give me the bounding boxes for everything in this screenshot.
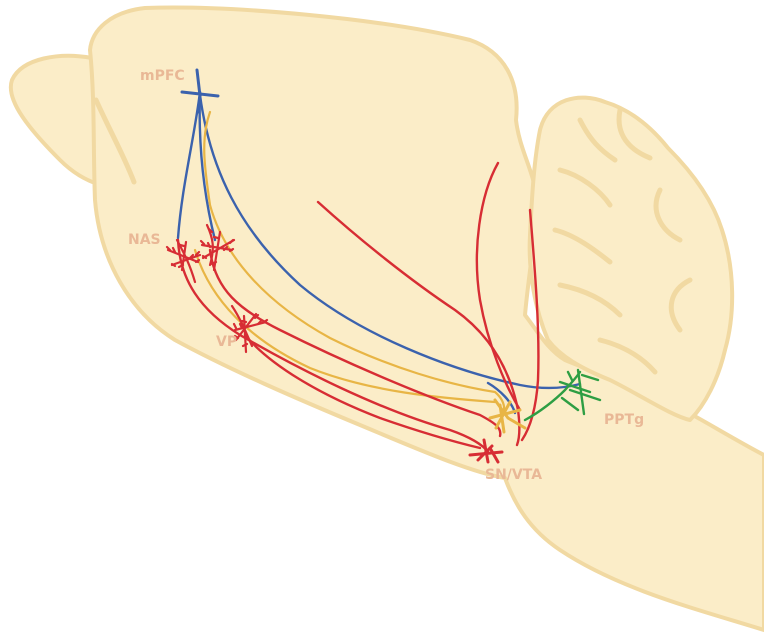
brain-silhouette: [11, 8, 764, 630]
label-snvta: SN/VTA: [485, 467, 542, 483]
label-mpfc: mPFC: [140, 68, 185, 84]
label-pptg: PPTg: [604, 412, 644, 428]
label-nas: NAS: [128, 232, 161, 248]
label-vp: VP: [216, 334, 237, 350]
